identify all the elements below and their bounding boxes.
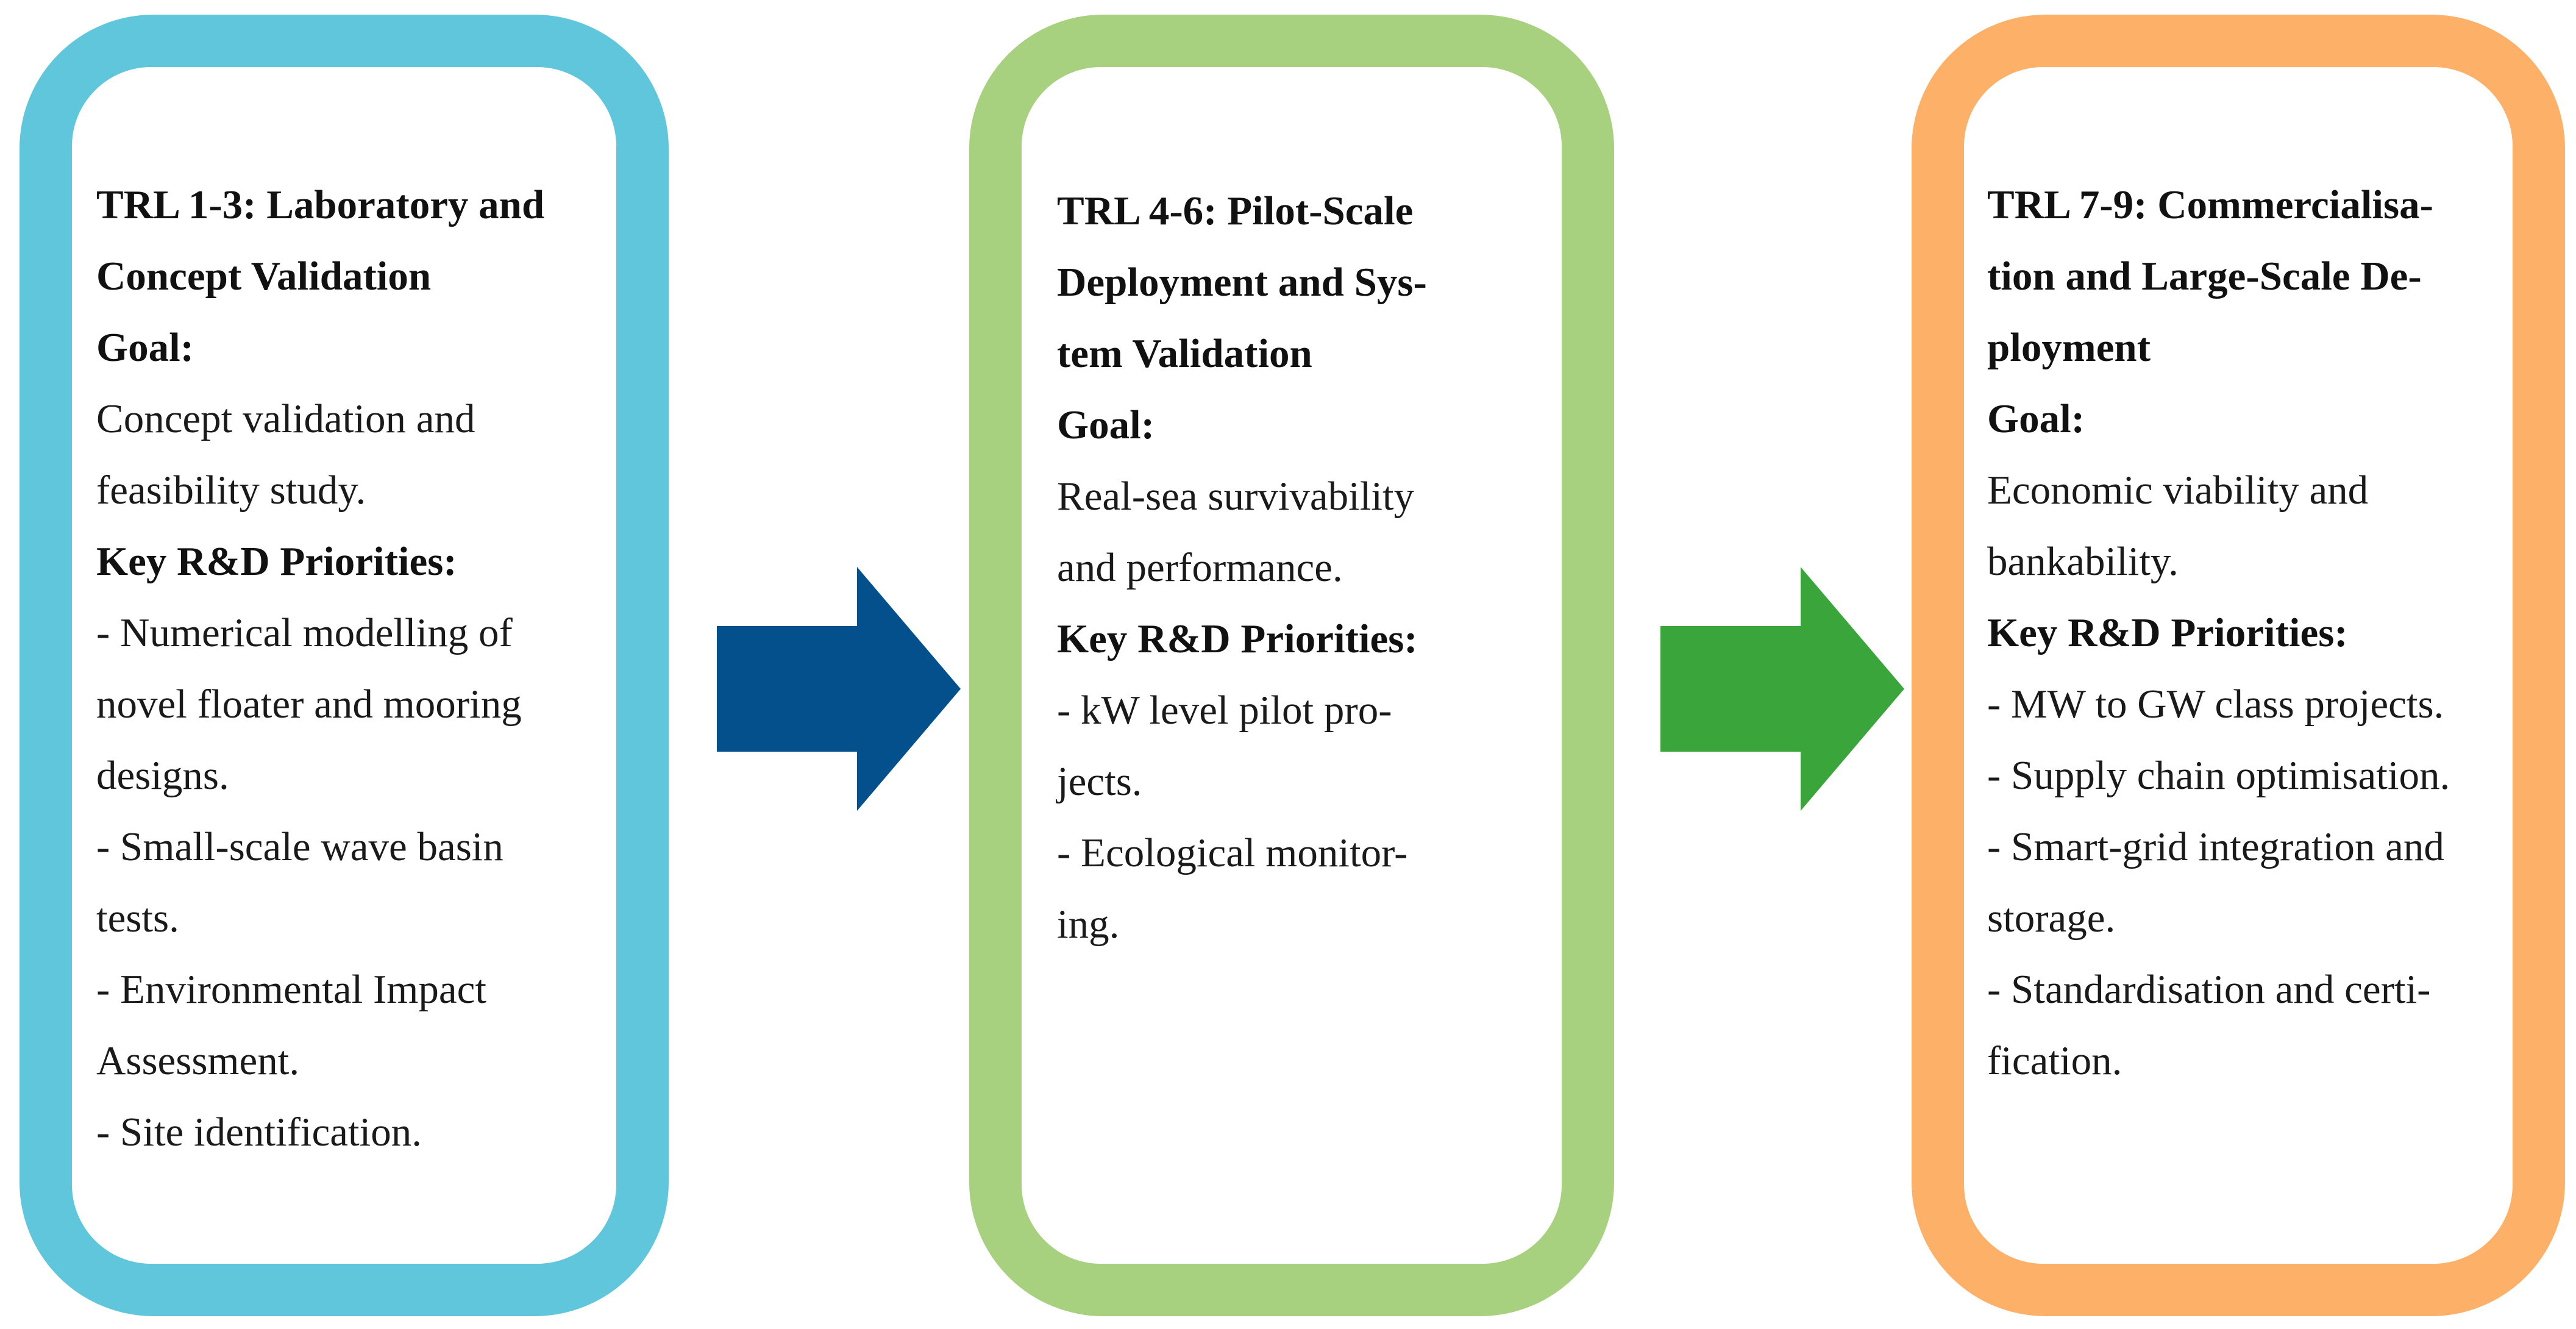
stage-heading-line: Goal:: [1057, 402, 1155, 447]
stage-heading-line: Goal:: [96, 325, 194, 370]
stage-body-line: storage.: [1987, 896, 2116, 941]
stage-body-line: ing.: [1057, 902, 1120, 947]
stage-trl-7-9: TRL 7-9: Commercialisa-tion and Large-Sc…: [1912, 15, 2565, 1316]
stage-body-line: - MW to GW class projects.: [1987, 682, 2444, 727]
stage-trl-7-9-body: TRL 7-9: Commercialisa-tion and Large-Sc…: [1964, 67, 2513, 1264]
stage-body-line: jects.: [1057, 759, 1142, 804]
stage-body-line: bankability.: [1987, 539, 2179, 584]
stage-heading-line: Goal:: [1987, 396, 2085, 441]
stage-body-line: and performance.: [1057, 545, 1343, 590]
stage-body-line: Concept validation and: [96, 396, 475, 441]
stage-heading-line: Concept Validation: [96, 254, 432, 299]
stage-heading-line: ployment: [1987, 325, 2151, 370]
stage-body-line: Real-sea survivability: [1057, 474, 1415, 519]
stage-heading-line: TRL 4-6: Pilot-Scale: [1057, 188, 1414, 233]
stage-body-line: fication.: [1987, 1038, 2122, 1083]
stage-body-line: - Smart-grid integration and: [1987, 824, 2444, 869]
stage-body-line: - kW level pilot pro-: [1057, 688, 1392, 733]
stage-body-line: Economic viability and: [1987, 468, 2369, 513]
stage-heading-line: TRL 1-3: Laboratory and: [96, 182, 545, 227]
stage-heading-line: Key R&D Priorities:: [1057, 616, 1418, 661]
stage-body-line: - Site identification.: [96, 1110, 422, 1155]
stage-trl-7-9-text: TRL 7-9: Commercialisa-tion and Large-Sc…: [1987, 169, 2500, 1097]
right-arrow-icon: [1660, 567, 1904, 811]
stage-body-line: - Standardisation and certi-: [1987, 967, 2431, 1012]
stage-body-line: - Supply chain optimisation.: [1987, 753, 2450, 798]
arrow-2-shape: [1660, 567, 1904, 811]
stage-body-line: tests.: [96, 896, 179, 941]
stage-heading-line: tion and Large-Scale De-: [1987, 254, 2422, 299]
stage-heading-line: Key R&D Priorities:: [1987, 610, 2348, 655]
stage-body-line: Assessment.: [96, 1038, 300, 1083]
stage-body-line: - Environmental Impact: [96, 967, 487, 1012]
stage-heading-line: Deployment and Sys-: [1057, 260, 1427, 305]
stage-body-line: designs.: [96, 753, 229, 798]
stage-heading-line: tem Validation: [1057, 331, 1312, 376]
stage-body-line: feasibility study.: [96, 468, 366, 513]
stage-body-line: novel floater and mooring: [96, 682, 522, 727]
stage-body-line: - Ecological monitor-: [1057, 830, 1408, 875]
arrow-1-shape: [717, 567, 961, 811]
stage-heading-line: Key R&D Priorities:: [96, 539, 457, 584]
stage-body-line: - Numerical modelling of: [96, 610, 513, 655]
stage-heading-line: TRL 7-9: Commercialisa-: [1987, 182, 2433, 227]
stage-body-line: - Small-scale wave basin: [96, 824, 503, 869]
right-arrow-icon: [717, 567, 961, 811]
